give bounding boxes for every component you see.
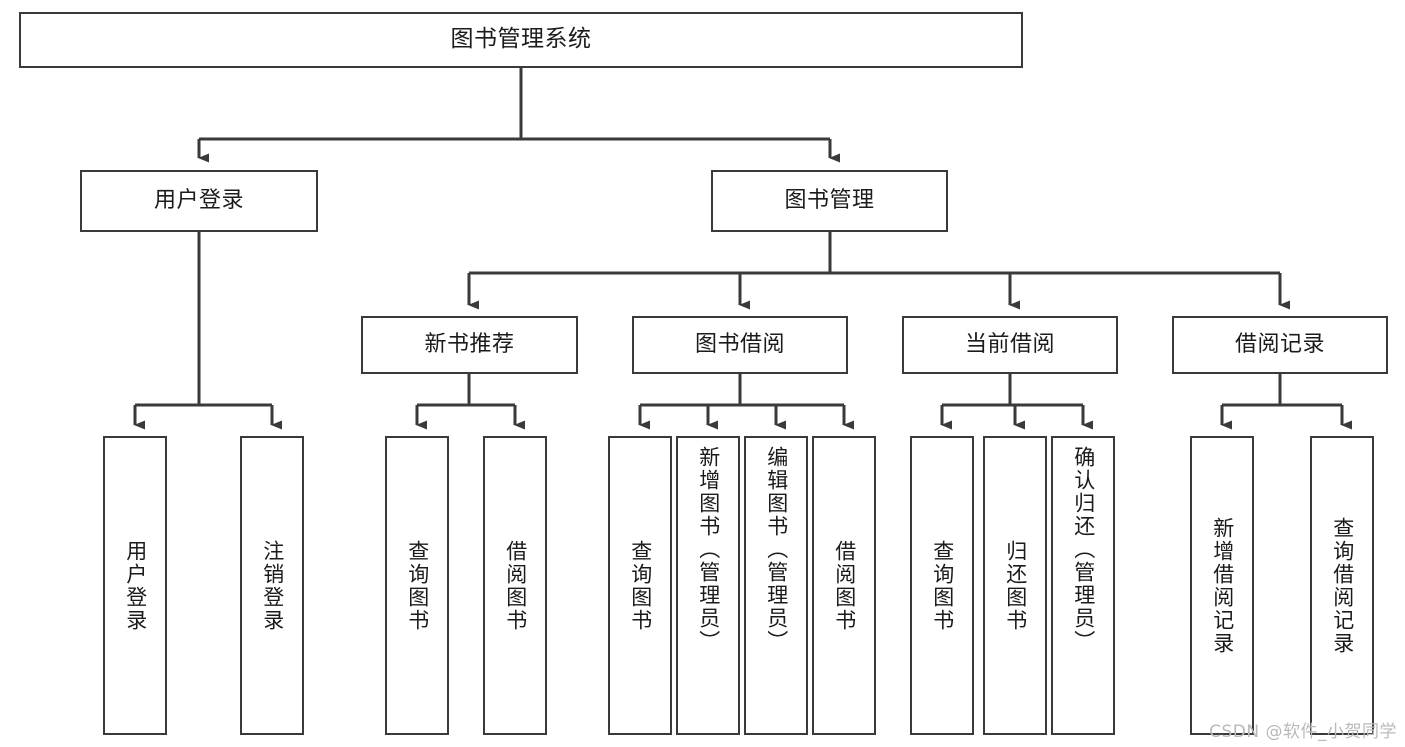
node-label: 注销登录 bbox=[260, 539, 285, 632]
leaf-edit-book-admin[interactable]: 编辑图书（管理员） bbox=[744, 436, 808, 735]
node-label: 用户登录 bbox=[153, 188, 244, 214]
node-label: 归还图书 bbox=[1003, 539, 1028, 632]
node-label: 查询借阅记录 bbox=[1330, 516, 1355, 655]
node-label: 新增图书（管理员） bbox=[696, 446, 721, 653]
leaf-borrow-books-newbook[interactable]: 借阅图书 bbox=[483, 436, 547, 735]
node-label: 图书管理 bbox=[784, 188, 875, 214]
csdn-watermark: CSDN @软件_小贺同学 bbox=[1209, 722, 1397, 742]
node-label: 新书推荐 bbox=[424, 332, 515, 358]
node-label: 查询图书 bbox=[405, 539, 430, 632]
node-label: 查询图书 bbox=[930, 539, 955, 632]
leaf-query-books-newbook[interactable]: 查询图书 bbox=[385, 436, 449, 735]
node-label: 借阅图书 bbox=[832, 539, 857, 632]
leaf-user-login[interactable]: 用户登录 bbox=[103, 436, 167, 735]
node-new-book-recommendation[interactable]: 新书推荐 bbox=[361, 316, 578, 374]
leaf-query-borrow-record[interactable]: 查询借阅记录 bbox=[1310, 436, 1374, 735]
node-book-borrowing[interactable]: 图书借阅 bbox=[632, 316, 848, 374]
node-user-login[interactable]: 用户登录 bbox=[80, 170, 318, 232]
node-label: 确认归还（管理员） bbox=[1071, 446, 1096, 653]
node-label: 编辑图书（管理员） bbox=[764, 446, 789, 653]
leaf-query-books-borrow[interactable]: 查询图书 bbox=[608, 436, 672, 735]
node-label: 新增借阅记录 bbox=[1210, 516, 1235, 655]
node-book-management[interactable]: 图书管理 bbox=[711, 170, 948, 232]
leaf-confirm-return-admin[interactable]: 确认归还（管理员） bbox=[1051, 436, 1115, 735]
node-root-system[interactable]: 图书管理系统 bbox=[19, 12, 1023, 68]
leaf-add-borrow-record[interactable]: 新增借阅记录 bbox=[1190, 436, 1254, 735]
leaf-return-books[interactable]: 归还图书 bbox=[983, 436, 1047, 735]
leaf-borrow-books[interactable]: 借阅图书 bbox=[812, 436, 876, 735]
leaf-query-books-current[interactable]: 查询图书 bbox=[910, 436, 974, 735]
node-label: 图书管理系统 bbox=[450, 26, 592, 53]
node-borrow-records[interactable]: 借阅记录 bbox=[1172, 316, 1388, 374]
node-label: 借阅记录 bbox=[1234, 332, 1325, 358]
node-label: 图书借阅 bbox=[694, 332, 785, 358]
leaf-logout[interactable]: 注销登录 bbox=[240, 436, 304, 735]
node-label: 当前借阅 bbox=[964, 332, 1055, 358]
node-current-borrowing[interactable]: 当前借阅 bbox=[902, 316, 1118, 374]
leaf-add-book-admin[interactable]: 新增图书（管理员） bbox=[676, 436, 740, 735]
node-label: 借阅图书 bbox=[503, 539, 528, 632]
node-label: 查询图书 bbox=[628, 539, 653, 632]
node-label: 用户登录 bbox=[123, 539, 148, 632]
